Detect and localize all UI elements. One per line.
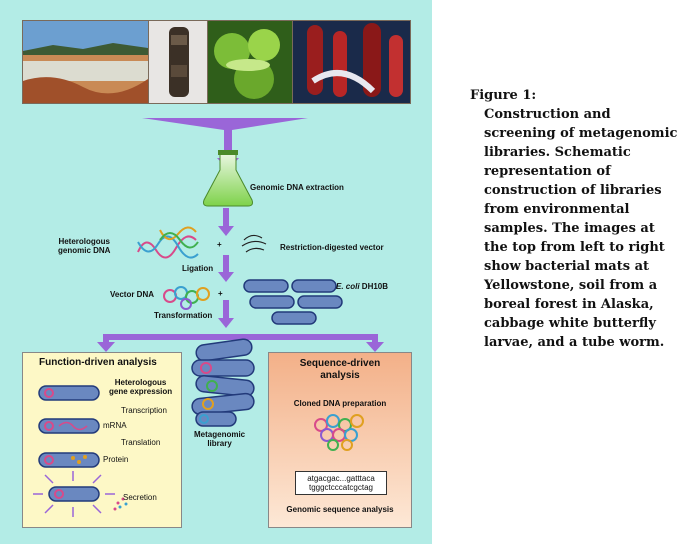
function-driven-box: Function-driven analysis Heterologous ge… <box>22 352 182 528</box>
plus-sign-1: + <box>217 240 222 249</box>
ecoli-strain: DH10B <box>359 282 389 291</box>
genomic-sequence-label: Genomic sequence analysis <box>286 505 394 514</box>
sequence-box-title: Sequence-driven analysis <box>299 358 381 381</box>
heterologous-expression-label: Heterologous gene expression <box>109 378 173 397</box>
transcription-label: Transcription <box>121 406 167 415</box>
restriction-vector-icon <box>241 234 267 253</box>
sequence-driven-box: Sequence-driven analysis Cloned DNA prep… <box>268 352 412 528</box>
plus-sign-2: + <box>218 289 223 298</box>
genomic-extraction-label: Genomic DNA extraction <box>250 183 344 192</box>
larvae-photo <box>207 20 293 104</box>
vector-dna-label: Vector DNA <box>110 290 155 299</box>
secretion-label: Secretion <box>123 493 157 502</box>
sequence-readout: atgacgac...gatttaca tgggctcccatcgctag <box>295 471 387 495</box>
cloned-dna-label: Cloned DNA preparation <box>293 399 387 408</box>
dna-helix-icon <box>137 226 199 259</box>
figure-caption: Figure 1: Construction and screening of … <box>470 86 680 352</box>
function-box-title: Function-driven analysis <box>39 357 157 368</box>
flask-icon <box>203 150 253 207</box>
metagenomic-library-icon <box>191 338 255 427</box>
translation-label: Translation <box>121 438 161 447</box>
schematic-graphics <box>97 118 384 427</box>
mrna-label: mRNA <box>103 421 127 430</box>
transformation-label: Transformation <box>154 311 213 320</box>
restriction-vector-label: Restriction-digested vector <box>280 243 384 252</box>
sequence-line-2: tgggctcccatcgctag <box>308 483 374 492</box>
vector-dna-plasmids-icon <box>163 286 210 310</box>
figure-panel: Function-driven analysis Heterologous ge… <box>0 0 432 544</box>
heterologous-dna-label: Heterologous genomic DNA <box>58 237 111 256</box>
funnel-arrow <box>142 118 308 170</box>
bacterial-mats-photo <box>22 20 149 104</box>
ecoli-label: E. coli DH10B <box>336 282 388 291</box>
ligation-label: Ligation <box>182 264 214 273</box>
cloned-dna-plasmids-icon <box>314 414 364 451</box>
protein-label: Protein <box>103 455 129 464</box>
ecoli-species: E. coli <box>336 282 360 291</box>
function-cells-graphics <box>33 385 128 517</box>
ecoli-cells-icon <box>243 279 343 325</box>
tube-worm-photo <box>292 20 411 104</box>
sequence-line-1: atgacgac...gatttaca <box>307 474 375 483</box>
caption-text: Construction and screening of metagenomi… <box>484 107 678 350</box>
caption-title: Figure 1: <box>470 88 537 103</box>
metagenomic-library-label: Metagenomic library <box>194 430 246 449</box>
